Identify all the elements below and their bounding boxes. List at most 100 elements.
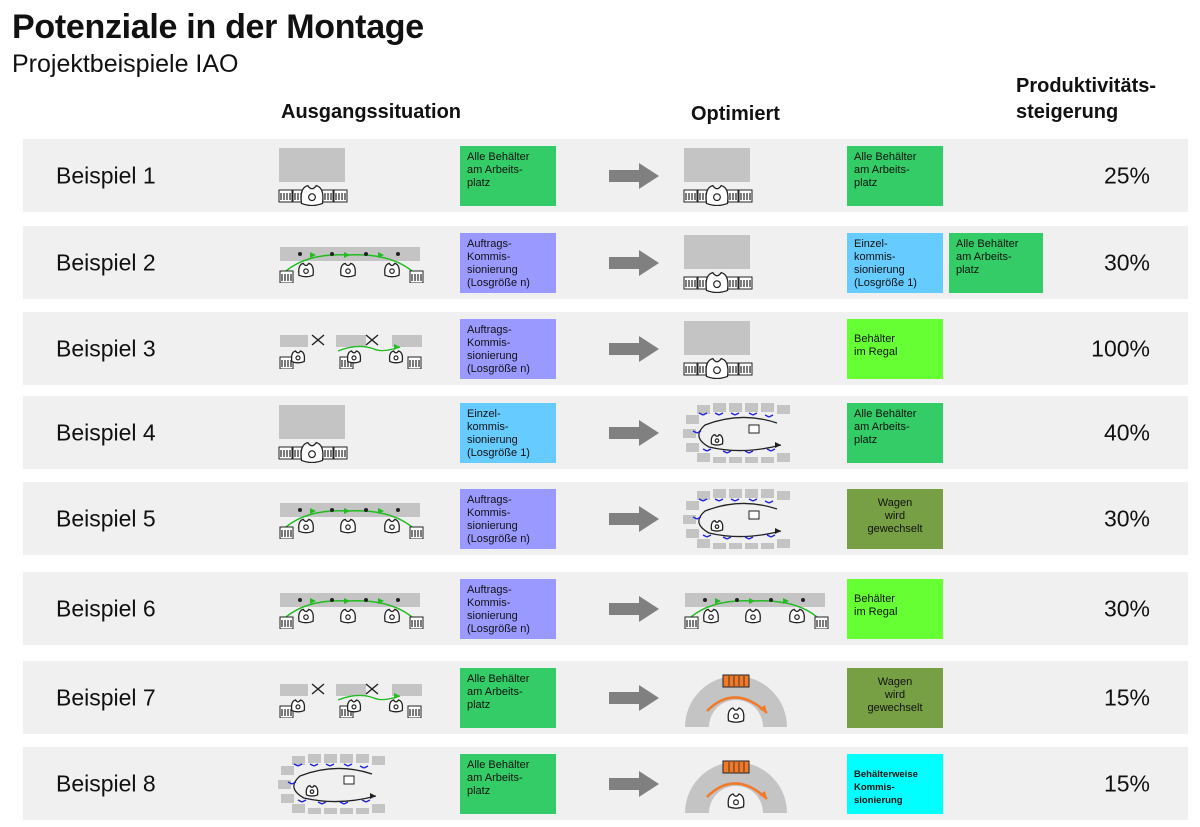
info-box-line: Behälterweise <box>854 769 918 780</box>
arrow-right-icon <box>609 505 659 532</box>
info-box-line: wird <box>884 689 906 701</box>
page-title: Potenziale in der Montage <box>12 8 424 46</box>
example-label: Beispiel 8 <box>56 770 156 796</box>
info-box-line: am Arbeits- <box>467 772 523 784</box>
info-box-line: Alle Behälter <box>854 408 917 420</box>
info-box-line: sionierung <box>467 350 518 362</box>
arrow-right-icon <box>609 770 659 797</box>
arrow-right-icon <box>609 249 659 276</box>
workstation-icon <box>683 319 753 384</box>
info-box-line: am Arbeits- <box>467 686 523 698</box>
info-box-line: (Losgröße n) <box>467 363 530 375</box>
info-box-line: platz <box>467 699 491 711</box>
info-box-line: kommis- <box>854 251 896 263</box>
info-box-line: platz <box>467 785 491 797</box>
u-cell-icon <box>683 489 795 554</box>
productivity-percent: 15% <box>1103 684 1150 710</box>
productivity-percent: 30% <box>1103 505 1150 531</box>
arc-station-icon <box>683 667 789 734</box>
info-box-line: Wagen <box>877 497 913 509</box>
info-box-line: Kommis- <box>467 507 511 519</box>
header-optimiert: Optimiert <box>691 103 780 125</box>
info-box-line: am Arbeits- <box>854 421 910 433</box>
info-box-line: (Losgröße n) <box>467 623 530 635</box>
workstation-icon <box>683 233 753 298</box>
productivity-percent: 15% <box>1103 770 1150 796</box>
info-box-line: Auftrags- <box>467 584 512 596</box>
example-label: Beispiel 3 <box>56 335 156 361</box>
arrow-right-icon <box>609 595 659 622</box>
info-box-line: Kommis- <box>467 251 511 263</box>
info-box-line: am Arbeits- <box>467 164 523 176</box>
page-subtitle: Projektbeispiele IAO <box>12 50 239 78</box>
productivity-percent: 100% <box>1091 335 1150 361</box>
workstation-icon <box>683 146 753 211</box>
info-box-line: gewechselt <box>867 523 923 535</box>
info-box-line: sionierung <box>467 610 518 622</box>
info-box-line: im Regal <box>854 346 898 358</box>
header-produktivitaet-line: steigerung <box>1016 101 1119 123</box>
info-box-line: (Losgröße n) <box>467 533 530 545</box>
info-box-line: (Losgröße 1) <box>854 277 917 289</box>
workstation-icon <box>278 146 348 211</box>
info-box-line: platz <box>854 434 878 446</box>
assembly-line-icon <box>278 499 424 544</box>
header-produktivitaet-line: Produktivitäts- <box>1016 75 1157 97</box>
container-info-box: Auftrags-Kommis-sionierung(Losgröße n) <box>460 319 556 379</box>
info-box-line: Wagen <box>877 676 913 688</box>
info-box-line: sionierung <box>854 264 905 276</box>
info-box-line: Auftrags- <box>467 494 512 506</box>
container-info-box: Einzel-kommis-sionierung(Losgröße 1) <box>460 403 556 463</box>
example-label: Beispiel 6 <box>56 595 156 621</box>
info-box-line: platz <box>854 177 878 189</box>
container-info-box: Auftrags-Kommis-sionierung(Losgröße n) <box>460 579 556 639</box>
example-label: Beispiel 7 <box>56 684 156 710</box>
info-box-line: Auftrags- <box>467 238 512 250</box>
info-box-line: kommis- <box>467 421 509 433</box>
info-box-line: Einzel- <box>467 408 501 420</box>
info-box-line: wird <box>884 510 906 522</box>
split-line-icon <box>278 329 424 374</box>
productivity-percent: 25% <box>1103 162 1150 188</box>
arrow-right-icon <box>609 684 659 711</box>
info-box-line: sionierung <box>467 264 518 276</box>
info-box-line: Auftrags- <box>467 324 512 336</box>
info-box-line: Behälter <box>854 333 895 345</box>
assembly-line-icon <box>278 243 424 288</box>
info-box-line: im Regal <box>854 606 898 618</box>
info-box-line: Einzel- <box>854 238 888 250</box>
header-ausgangssituation: Ausgangssituation <box>281 101 462 123</box>
example-label: Beispiel 5 <box>56 505 156 531</box>
info-box-line: gewechselt <box>867 702 923 714</box>
workstation-icon <box>278 403 348 468</box>
info-box-line: Alle Behälter <box>467 151 530 163</box>
info-box-line: Behälter <box>854 593 895 605</box>
container-info-box: Auftrags-Kommis-sionierung(Losgröße n) <box>460 233 556 293</box>
info-box-line: Alle Behälter <box>854 151 917 163</box>
info-box-line: am Arbeits- <box>854 164 910 176</box>
productivity-percent: 30% <box>1103 595 1150 621</box>
info-box-line: (Losgröße 1) <box>467 447 530 459</box>
arrow-right-icon <box>609 162 659 189</box>
arrow-right-icon <box>609 335 659 362</box>
example-row: Beispiel 3 Auftrags-Kommis-sionierung(Los… <box>23 312 1188 385</box>
info-box-line: am Arbeits- <box>956 251 1012 263</box>
example-label: Beispiel 2 <box>56 249 156 275</box>
productivity-percent: 40% <box>1103 419 1150 445</box>
